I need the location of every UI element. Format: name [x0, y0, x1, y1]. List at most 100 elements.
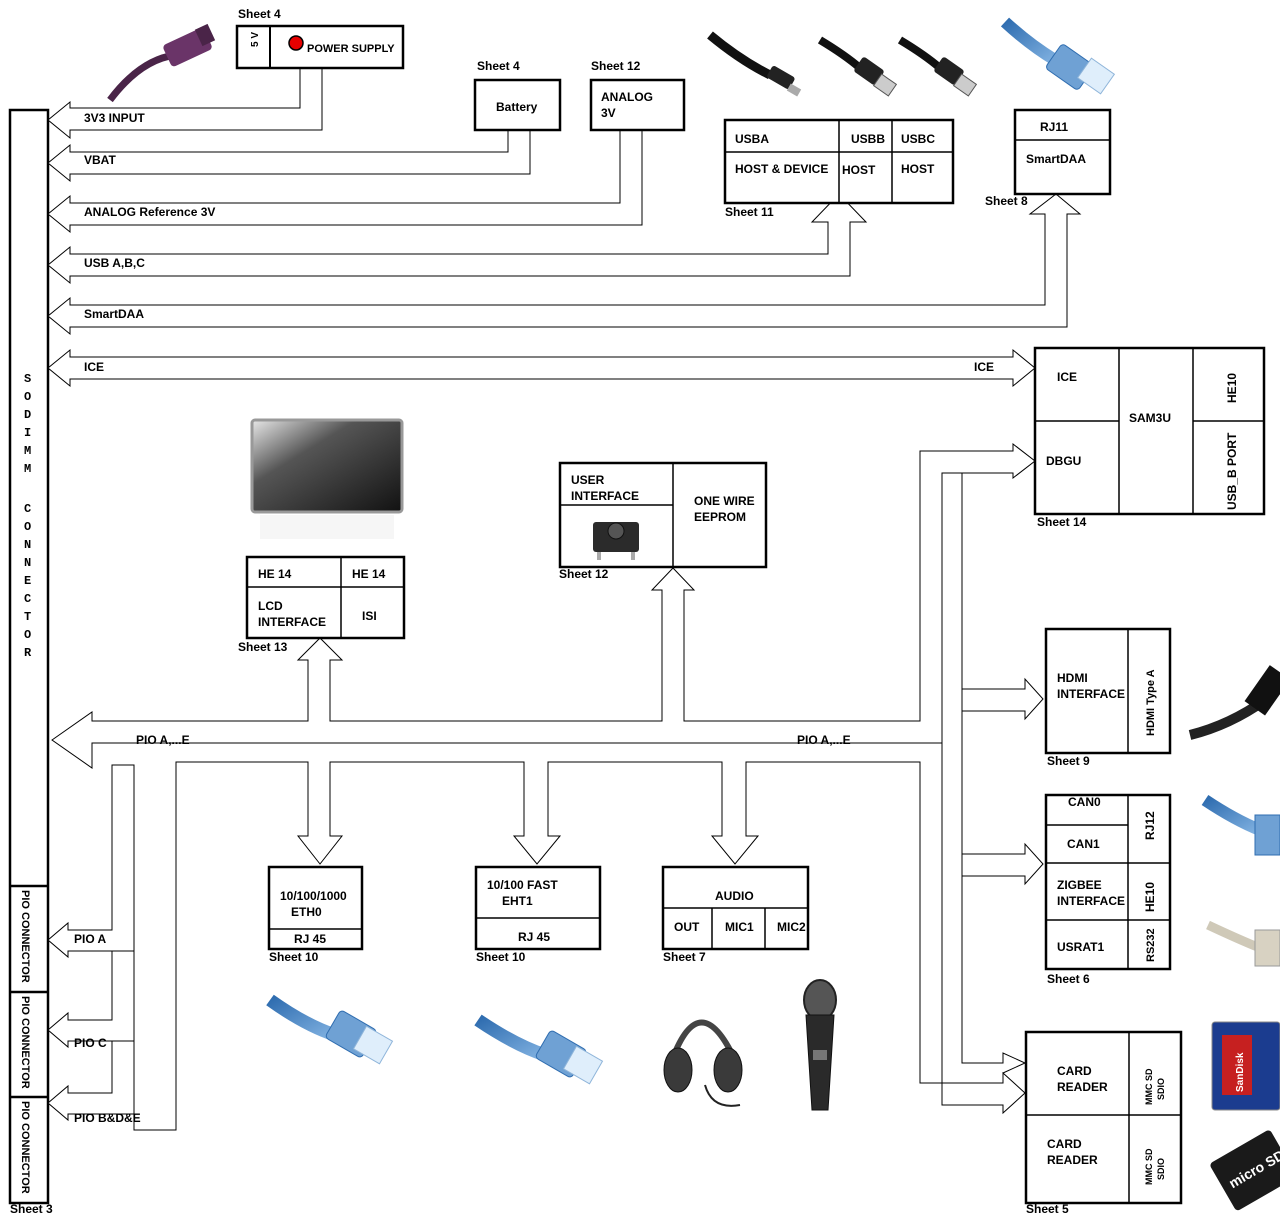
- sheet-label: Sheet 10: [476, 950, 526, 964]
- sheet-label: Sheet 4: [477, 59, 520, 73]
- sheet-label: Sheet 11: [725, 205, 774, 219]
- bus-label-left: ICE: [84, 360, 104, 374]
- analog-label-1: ANALOG: [601, 90, 653, 104]
- bus-label: VBAT: [84, 153, 116, 167]
- sam3u-label: SAM3U: [1129, 411, 1171, 425]
- pio-connector-label-2: PIO CONNECTOR: [19, 996, 31, 1089]
- power-supply-block: Sheet 4 5 V POWER SUPPLY: [237, 7, 403, 68]
- rj45-cable-icon-can: [1205, 800, 1280, 855]
- sheet-label: Sheet 8: [985, 194, 1028, 208]
- sheet-label: Sheet 7: [663, 950, 706, 964]
- bus-label: 3V3 INPUT: [84, 111, 145, 125]
- bus-label-right: PIO A,...E: [797, 733, 851, 747]
- he14-label-b: HE 14: [352, 567, 386, 581]
- sheet-label: Sheet 10: [269, 950, 319, 964]
- usbc-label: USBC: [901, 132, 935, 146]
- svg-text:O: O: [24, 628, 31, 642]
- bus-label-right: ICE: [974, 360, 994, 374]
- card-reader-2-label-1: CARD: [1047, 1137, 1082, 1151]
- out-label: OUT: [674, 920, 700, 934]
- svg-text:T: T: [24, 610, 31, 624]
- zigbee-label-1: ZIGBEE: [1057, 878, 1102, 892]
- sheet-label: Sheet 12: [591, 59, 641, 73]
- sodimm-connector: S O D I M M C O N N E C T O R PIO CONNEC…: [10, 110, 53, 1216]
- usb-a-cable-icon: [820, 40, 896, 96]
- hdmi-label-1: HDMI: [1057, 671, 1088, 685]
- battery-label: Battery: [496, 100, 538, 114]
- hdmi-cable-icon: [1190, 665, 1280, 735]
- battery-block: Sheet 4 Battery: [475, 59, 560, 130]
- host-c-label: HOST: [901, 162, 935, 176]
- lcd-monitor-icon: [252, 420, 402, 539]
- rj45-cable-icon-eth0: [270, 1000, 392, 1064]
- sheet-label: Sheet 9: [1047, 754, 1090, 768]
- mic2-label: MIC2: [777, 920, 806, 934]
- eth1-label-2: EHT1: [502, 894, 533, 908]
- dc-plug-icon: [110, 24, 215, 100]
- hdmi-type-label: HDMI Type A: [1145, 669, 1157, 736]
- rj45-cable-icon-eth1: [478, 1020, 602, 1084]
- rj11-block: RJ11 SmartDAA Sheet 8: [985, 110, 1110, 208]
- power-supply-label: POWER SUPPLY: [307, 43, 395, 55]
- svg-text:N: N: [24, 538, 31, 552]
- pio-connector-label-1: PIO CONNECTOR: [19, 890, 31, 983]
- bus-label: USB A,B,C: [84, 256, 145, 270]
- usb-block: USBA USBB USBC HOST & DEVICE HOST HOST S…: [725, 120, 953, 219]
- smartdaa-label: SmartDAA: [1026, 152, 1086, 166]
- user-interface-label-2: INTERFACE: [571, 489, 639, 503]
- sheet-label: Sheet 14: [1037, 515, 1087, 529]
- rj12-label: RJ12: [1143, 811, 1157, 840]
- audio-label: AUDIO: [715, 889, 754, 903]
- v5-label: 5 V: [250, 32, 261, 47]
- bus-label: PIO B&D&E: [74, 1111, 141, 1125]
- hdmi-label-2: INTERFACE: [1057, 687, 1125, 701]
- sheet-label: Sheet 5: [1026, 1202, 1069, 1216]
- audio-block: AUDIO OUT MIC1 MIC2 Sheet 7: [663, 867, 808, 964]
- user-interface-block: USER INTERFACE ONE WIRE EEPROM Sheet 12: [559, 463, 766, 581]
- bus-right-peripherals: [962, 473, 1043, 1083]
- rs232-label: RS232: [1145, 928, 1157, 962]
- usb-b-port-label: USB_B PORT: [1225, 432, 1239, 510]
- bus-analog-ref: ANALOG Reference 3V: [48, 130, 642, 232]
- sheet-label: Sheet 12: [559, 567, 609, 581]
- micro-usb-cable-icon: [710, 35, 801, 96]
- eth1-label-1: 10/100 FAST: [487, 878, 558, 892]
- headphones-icon: [664, 1023, 742, 1106]
- sdio-2-label: SDIO: [1156, 1158, 1166, 1180]
- usbb-label: USBB: [851, 132, 885, 146]
- sheet-label: Sheet 13: [238, 640, 288, 654]
- eth0-label-1: 10/100/1000: [280, 889, 347, 903]
- ice-label: ICE: [1057, 370, 1077, 384]
- he14-label-a: HE 14: [258, 567, 292, 581]
- lcd-label-1: LCD: [258, 599, 283, 613]
- bus-vbat: VBAT: [48, 130, 530, 181]
- bus-label: PIO A: [74, 932, 107, 946]
- card-reader-block: CARD READER MMC SD SDIO CARD READER MMC …: [1026, 1032, 1181, 1216]
- hdmi-block: HDMI INTERFACE HDMI Type A Sheet 9: [1046, 629, 1170, 768]
- svg-text:R: R: [24, 646, 32, 660]
- can1-label: CAN1: [1067, 837, 1100, 851]
- sd-card-icon: SanDisk: [1212, 1022, 1280, 1110]
- bus-label-left: PIO A,...E: [136, 733, 190, 747]
- analog-label-2: 3V: [601, 106, 616, 120]
- svg-text:D: D: [24, 408, 31, 422]
- zigbee-label-2: INTERFACE: [1057, 894, 1125, 908]
- sheet-label: Sheet 3: [10, 1202, 53, 1216]
- can0-label: CAN0: [1068, 795, 1101, 809]
- bus-pio-main: PIO A,...E PIO A,...E: [52, 444, 1035, 768]
- micro-sd-card-icon: micro SD: [1209, 1129, 1280, 1212]
- sam3u-block: ICE DBGU SAM3U HE10 USB_B PORT Sheet 14: [1035, 348, 1264, 529]
- mmc-sd-1-label: MMC SD: [1144, 1068, 1154, 1105]
- host-device-label: HOST & DEVICE: [735, 162, 828, 176]
- rj45-cable-icon: [1005, 22, 1114, 94]
- one-wire-label-1: ONE WIRE: [694, 494, 755, 508]
- bus-ice: ICE ICE: [48, 350, 1035, 386]
- usb-a-cable-icon-2: [900, 40, 976, 96]
- eth1-block: 10/100 FAST EHT1 RJ 45 Sheet 10: [476, 867, 600, 964]
- svg-text:I: I: [24, 426, 31, 440]
- rj45-label: RJ 45: [294, 932, 326, 946]
- svg-text:C: C: [24, 592, 31, 606]
- serial-cable-icon: [1208, 925, 1280, 966]
- mmc-sd-2-label: MMC SD: [1144, 1148, 1154, 1185]
